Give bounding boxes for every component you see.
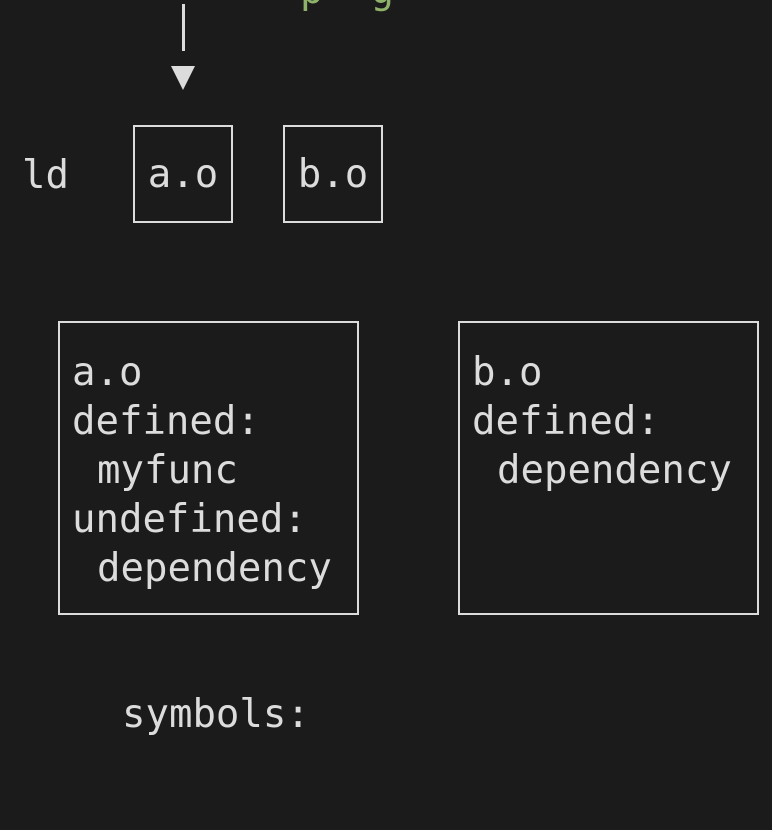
defined-label: defined:	[472, 399, 660, 444]
object-file-box-b-o: b.o defined: dependency	[458, 321, 759, 615]
object-file-name: a.o	[72, 350, 143, 395]
ld-label: ld	[22, 153, 69, 198]
undefined-symbol: dependency	[97, 546, 332, 591]
small-box-b-o: b.o	[283, 125, 383, 223]
small-box-a-o: a.o	[133, 125, 233, 223]
defined-symbol: dependency	[497, 448, 732, 493]
arrow-down-icon	[171, 66, 195, 90]
object-file-name: b.o	[472, 350, 543, 395]
defined-label: defined:	[72, 399, 260, 444]
defined-symbol: myfunc	[97, 448, 238, 493]
symbols-label: symbols:	[122, 692, 310, 737]
undefined-label: undefined:	[72, 497, 307, 542]
top-cut-off-text: p g	[300, 0, 500, 13]
object-file-box-a-o: a.o defined: myfunc undefined: dependenc…	[58, 321, 359, 615]
arrow-line	[182, 4, 185, 51]
